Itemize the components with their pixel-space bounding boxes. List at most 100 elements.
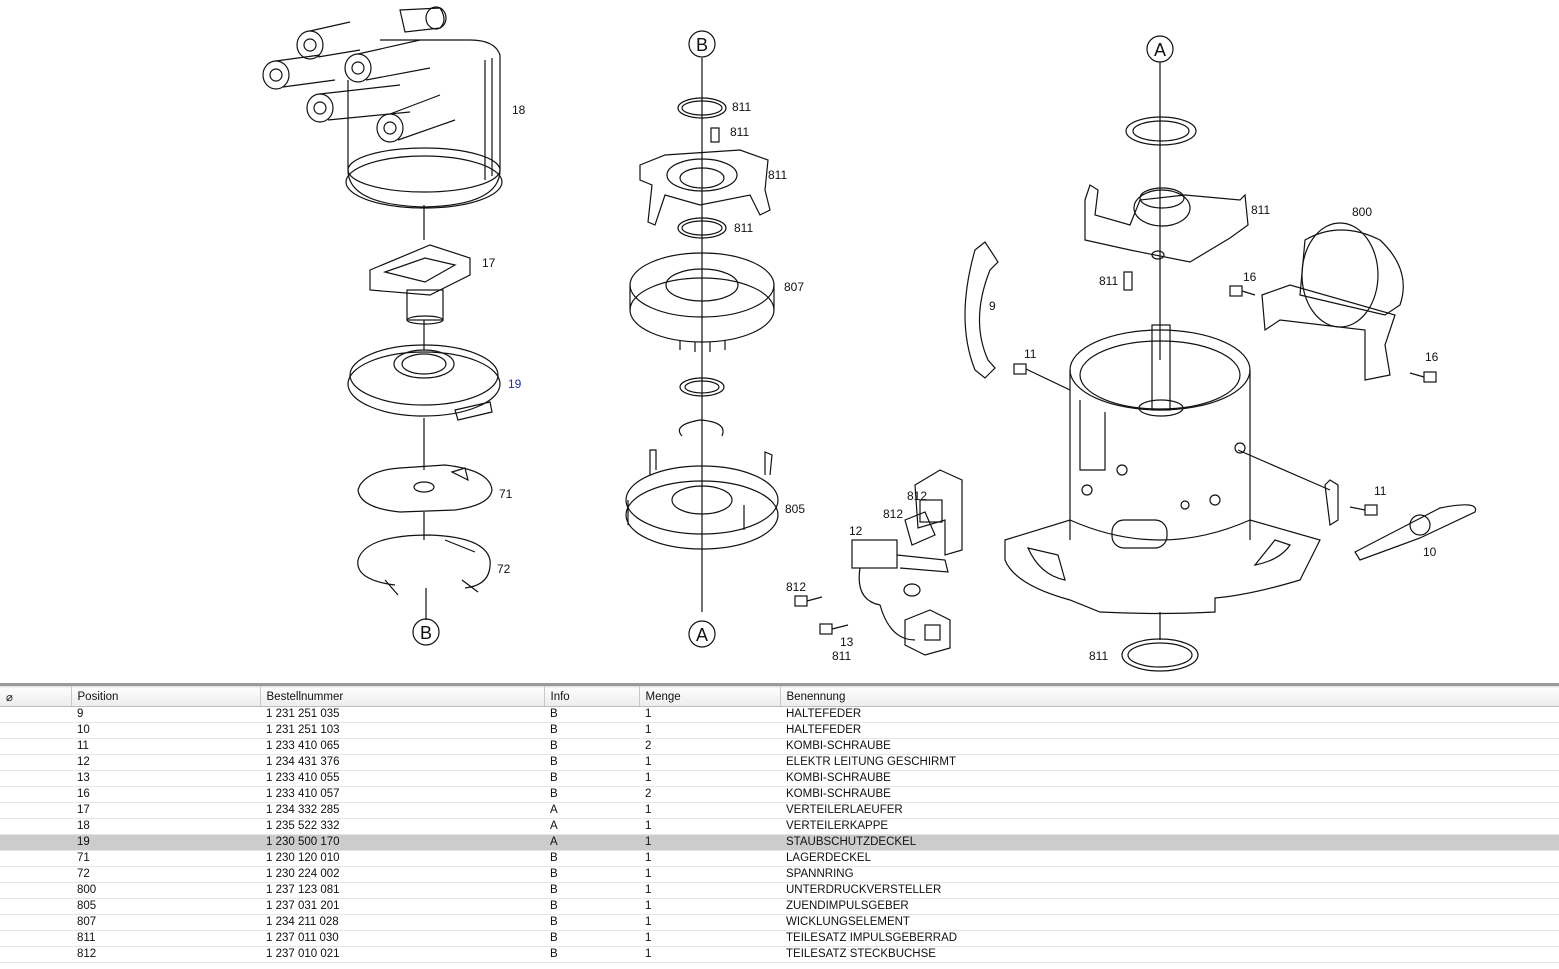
pulse-generator-drawing[interactable]: [625, 449, 779, 550]
label-812-b[interactable]: 812: [883, 507, 903, 521]
label-811-c[interactable]: 811: [768, 168, 787, 182]
bearing-cover-drawing[interactable]: [357, 464, 493, 513]
cell-marker: [0, 930, 71, 947]
label-16-b[interactable]: 16: [1425, 350, 1439, 364]
cell-benennung: VERTEILERKAPPE: [780, 818, 1559, 835]
column-header-benennung[interactable]: Benennung: [780, 686, 1559, 707]
cell-info: B: [544, 754, 639, 771]
cell-marker: [0, 802, 71, 819]
cell-info: B: [544, 706, 639, 723]
label-10[interactable]: 10: [1423, 545, 1437, 559]
cell-menge: 1: [639, 882, 780, 899]
cell-bestellnummer: 1 237 010 021: [260, 946, 544, 963]
dust-cover-drawing[interactable]: [347, 344, 501, 421]
vacuum-advance-drawing[interactable]: [1261, 222, 1404, 381]
label-811-d[interactable]: 811: [734, 221, 753, 235]
pin-drawing[interactable]: [710, 127, 720, 143]
label-19[interactable]: 19: [508, 377, 522, 391]
trigger-plate-drawing[interactable]: [1084, 184, 1249, 263]
cell-menge: 1: [639, 914, 780, 931]
retaining-spring-9-drawing[interactable]: [964, 241, 999, 379]
cell-position: 16: [71, 786, 260, 803]
screw-812-drawing[interactable]: [794, 595, 823, 607]
circlip-top-drawing[interactable]: [677, 97, 727, 119]
shielded-cable-drawing[interactable]: [851, 539, 951, 656]
label-805[interactable]: 805: [785, 502, 805, 516]
label-807[interactable]: 807: [784, 280, 804, 294]
cell-marker: [0, 834, 71, 851]
cell-bestellnummer: 1 233 410 055: [260, 770, 544, 787]
label-17[interactable]: 17: [482, 256, 496, 270]
cell-position: 12: [71, 754, 260, 771]
column-header-diameter[interactable]: ⌀: [0, 686, 72, 707]
plug-socket-kit-drawing[interactable]: [904, 469, 963, 556]
screw-16-bottom-drawing[interactable]: [1409, 371, 1437, 383]
label-72[interactable]: 72: [497, 562, 511, 576]
cell-marker: [0, 898, 71, 915]
distributor-housing-drawing[interactable]: [1004, 324, 1321, 615]
label-9[interactable]: 9: [989, 299, 996, 313]
screw-16-top-drawing[interactable]: [1229, 285, 1256, 297]
cell-benennung: LAGERDECKEL: [780, 850, 1559, 867]
label-811-f[interactable]: 811: [1251, 203, 1270, 217]
distributor-cap-drawing[interactable]: [262, 6, 503, 240]
label-11-b[interactable]: 11: [1374, 484, 1387, 498]
winding-element-drawing[interactable]: [629, 252, 775, 352]
small-screw-drawing[interactable]: [1123, 271, 1133, 291]
ring-top-drawing[interactable]: [1125, 116, 1197, 146]
circlip-middle-drawing[interactable]: [677, 217, 727, 239]
label-811-a[interactable]: 811: [732, 100, 751, 114]
cell-info: B: [544, 914, 639, 931]
label-71[interactable]: 71: [499, 487, 513, 501]
column-header-menge[interactable]: Menge: [639, 686, 781, 707]
cell-position: 10: [71, 722, 260, 739]
cell-marker: [0, 946, 71, 963]
trigger-wheel-plate-drawing[interactable]: [639, 149, 771, 226]
column-header-info[interactable]: Info: [544, 686, 640, 707]
label-800[interactable]: 800: [1352, 205, 1372, 219]
cell-menge: 1: [639, 898, 780, 915]
ring-bottom-drawing[interactable]: [1121, 638, 1199, 672]
label-811-g[interactable]: 811: [1099, 274, 1118, 288]
cell-benennung: TEILESATZ STECKBUCHSE: [780, 946, 1559, 963]
rotor-drawing[interactable]: [369, 244, 471, 325]
label-18[interactable]: 18: [512, 103, 526, 117]
label-812-c[interactable]: 812: [786, 580, 806, 594]
label-811-b[interactable]: 811: [730, 125, 749, 139]
clamping-ring-drawing[interactable]: [357, 534, 491, 596]
column-header-bestellnummer[interactable]: Bestellnummer: [260, 686, 545, 707]
screw-11-left-drawing[interactable]: [1013, 363, 1071, 391]
label-11-a[interactable]: 11: [1024, 347, 1037, 361]
label-812-a[interactable]: 812: [907, 489, 927, 503]
retaining-spring-10-drawing[interactable]: [1354, 504, 1477, 561]
cell-bestellnummer: 1 231 251 035: [260, 706, 544, 723]
label-16-a[interactable]: 16: [1243, 270, 1257, 284]
snap-ring-drawing[interactable]: [678, 419, 724, 437]
cell-benennung: UNTERDRUCKVERSTELLER: [780, 882, 1559, 899]
label-12[interactable]: 12: [849, 524, 863, 538]
cell-benennung: ZUENDIMPULSGEBER: [780, 898, 1559, 915]
label-811-e[interactable]: 811: [832, 649, 851, 663]
label-13[interactable]: 13: [840, 635, 854, 649]
label-811-h[interactable]: 811: [1089, 649, 1108, 663]
bracket-and-screw-11-right-drawing[interactable]: [1237, 449, 1378, 527]
screw-13-drawing[interactable]: [819, 623, 849, 635]
washer-drawing[interactable]: [679, 377, 725, 397]
column-header-position[interactable]: Position: [71, 686, 261, 707]
